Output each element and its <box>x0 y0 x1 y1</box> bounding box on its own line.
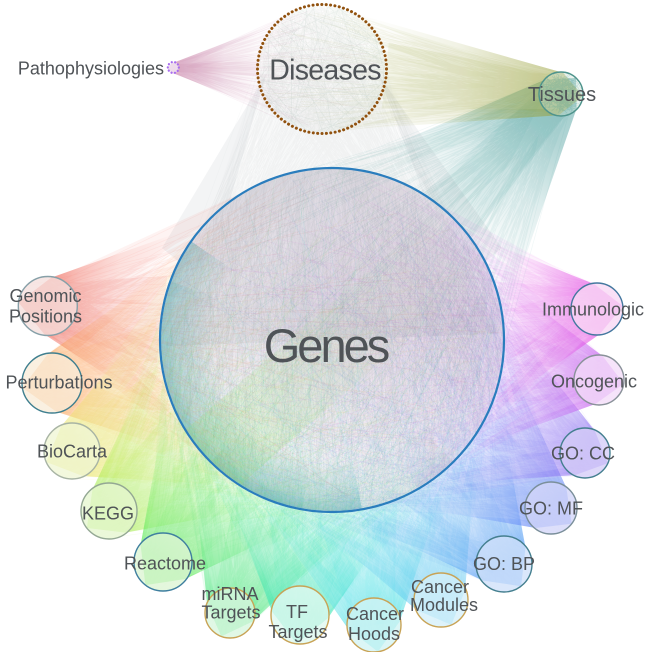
svg-text:KEGG: KEGG <box>82 504 134 524</box>
svg-text:Cancer: Cancer <box>411 577 469 597</box>
svg-text:Tissues: Tissues <box>528 84 596 106</box>
svg-text:GO: CC: GO: CC <box>551 444 615 464</box>
svg-text:BioCarta: BioCarta <box>37 442 108 462</box>
svg-text:Perturbations: Perturbations <box>5 373 112 393</box>
svg-text:Modules: Modules <box>410 595 478 615</box>
svg-text:Diseases: Diseases <box>269 54 381 86</box>
svg-text:miRNA: miRNA <box>202 584 259 604</box>
svg-text:Hoods: Hoods <box>348 624 400 644</box>
svg-text:TF: TF <box>286 602 308 622</box>
svg-text:Cancer: Cancer <box>346 604 404 624</box>
svg-text:Positions: Positions <box>9 306 82 326</box>
svg-text:GO: MF: GO: MF <box>519 499 583 519</box>
svg-text:Immunologic: Immunologic <box>542 300 644 320</box>
svg-text:Targets: Targets <box>268 622 327 642</box>
svg-text:Genomic: Genomic <box>9 286 81 306</box>
svg-text:GO: BP: GO: BP <box>473 554 535 574</box>
svg-text:Reactome: Reactome <box>124 554 206 574</box>
svg-text:Genes: Genes <box>264 319 389 372</box>
svg-text:Pathophysiologies: Pathophysiologies <box>18 59 164 79</box>
svg-text:Targets: Targets <box>201 603 260 623</box>
svg-text:Oncogenic: Oncogenic <box>551 372 637 392</box>
